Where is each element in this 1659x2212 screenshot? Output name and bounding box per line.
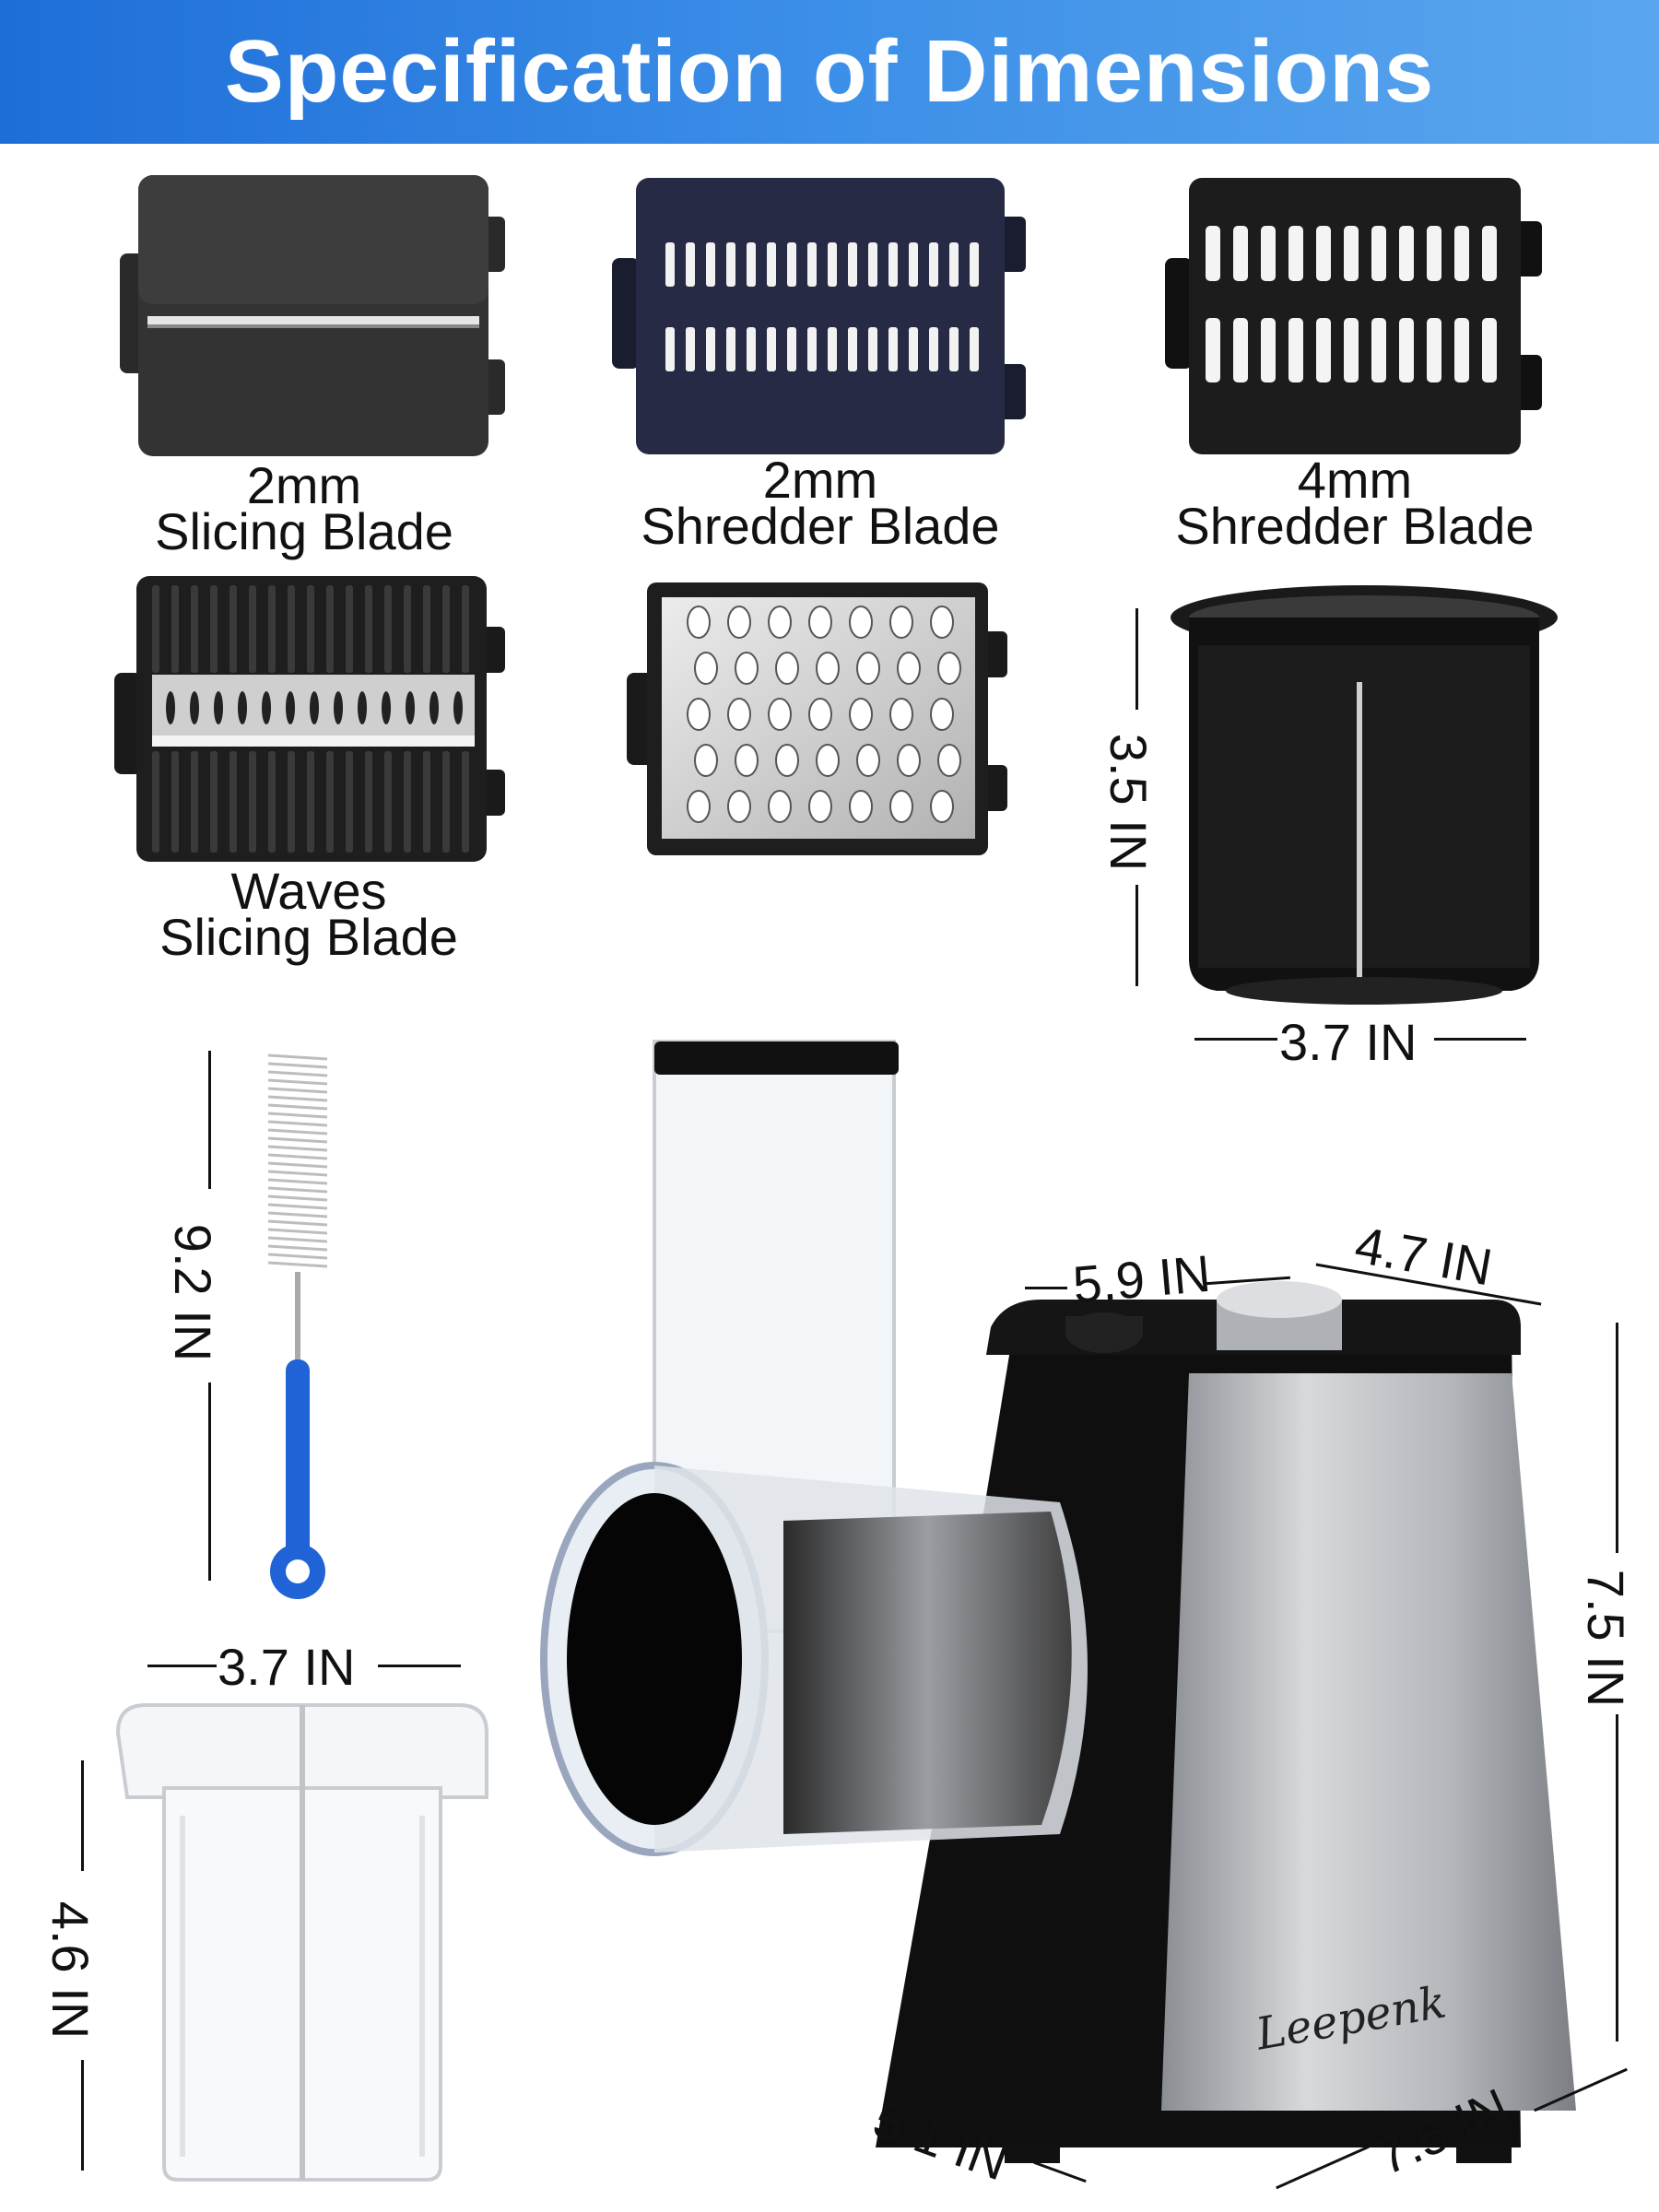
- salad-shooter-machine-image: [540, 1040, 1576, 2163]
- body-height-line-top: [1616, 1323, 1618, 1553]
- pusher-height-line-bottom: [81, 2060, 84, 2171]
- shredder-blade-4mm-image: [1165, 178, 1542, 454]
- cleaning-brush-image: [267, 1053, 328, 1599]
- drum-width-line-right: [1434, 1038, 1526, 1041]
- blade-name: Slicing Blade: [159, 908, 458, 966]
- blade-name: Slicing Blade: [155, 502, 453, 560]
- shredder-blade-2mm-image: [612, 178, 1026, 454]
- waves-slicing-blade-label: Waves Slicing Blade: [111, 862, 507, 966]
- blade-size: 2mm: [246, 456, 362, 514]
- drum-width-line-left: [1194, 1038, 1277, 1041]
- brush-length-line-bottom: [208, 1382, 211, 1581]
- drum-height-line-bottom: [1135, 885, 1138, 986]
- blade-size: 4mm: [1297, 451, 1413, 509]
- page-title: Specification of Dimensions: [224, 22, 1435, 121]
- food-pusher-image: [115, 1703, 488, 2182]
- top-depth-label: 5.9 IN: [1070, 1243, 1213, 1314]
- header-banner: Specification of Dimensions: [0, 0, 1659, 144]
- shredder-blade-2mm-label: 2mm Shredder Blade: [608, 451, 1032, 555]
- pusher-height-line-top: [81, 1760, 84, 1871]
- top-depth-line: [1025, 1287, 1067, 1289]
- drum-width-label: 3.7 IN: [1279, 1013, 1418, 1071]
- pusher-width-line-right: [378, 1665, 461, 1667]
- drum-container-image: [1171, 585, 1558, 1005]
- waves-slicing-blade-image: [114, 576, 505, 862]
- blade-size: Waves: [230, 862, 387, 920]
- slicing-blade-2mm-label: 2mm Slicing Blade: [111, 456, 498, 560]
- grater-blade-image: [627, 582, 1007, 855]
- drum-height-label: 3.5 IN: [1100, 733, 1159, 872]
- pusher-width-line-left: [147, 1665, 217, 1667]
- shredder-blade-4mm-label: 4mm Shredder Blade: [1143, 451, 1567, 555]
- pusher-width-label: 3.7 IN: [218, 1638, 356, 1696]
- slicing-blade-2mm-image: [120, 175, 505, 456]
- pusher-height-label: 4.6 IN: [41, 1900, 100, 2040]
- blade-size: 2mm: [762, 451, 878, 509]
- brush-length-line-top: [208, 1051, 211, 1189]
- body-height-line-bottom: [1616, 1714, 1618, 2041]
- brush-length-label: 9.2 IN: [164, 1223, 223, 1362]
- blade-name: Shredder Blade: [1175, 497, 1535, 555]
- blade-name: Shredder Blade: [641, 497, 1000, 555]
- body-height-label: 7.5 IN: [1577, 1569, 1636, 1708]
- drum-height-line-top: [1135, 608, 1138, 710]
